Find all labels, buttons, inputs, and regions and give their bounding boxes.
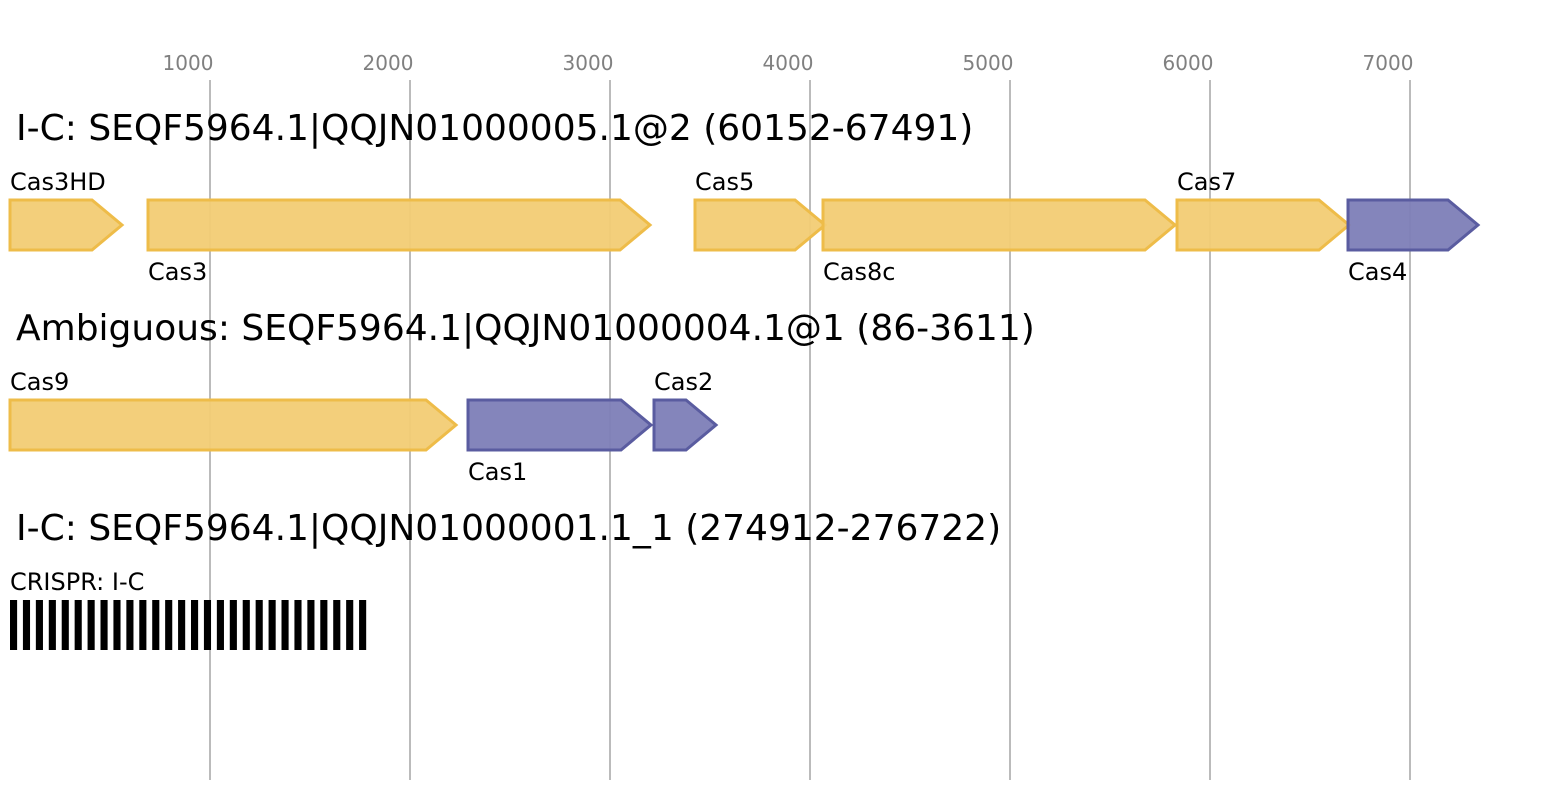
crispr-repeat <box>229 600 237 650</box>
locus-title: I-C: SEQF5964.1|QQJN01000005.1@2 (60152-… <box>16 108 973 149</box>
crispr-repeat <box>242 600 250 650</box>
gene-arrow-cas2[interactable] <box>652 398 719 452</box>
crispr-repeat <box>22 600 31 650</box>
crispr-repeat <box>346 600 354 650</box>
gene-arrow-cas3[interactable] <box>146 198 653 252</box>
crispr-repeat <box>35 600 43 650</box>
gene-arrow-cas4[interactable] <box>1346 198 1481 252</box>
gene-label-cas1: Cas1 <box>468 458 527 486</box>
gene-label-cas3: Cas3 <box>148 258 207 286</box>
crispr-repeat <box>281 600 289 650</box>
gene-label-cas4: Cas4 <box>1348 258 1407 286</box>
loci: I-C: SEQF5964.1|QQJN01000005.1@2 (60152-… <box>8 108 1481 650</box>
tick-label-3000: 3000 <box>563 51 614 75</box>
crispr-label: CRISPR: I-C <box>10 568 144 596</box>
gene-arrow-cas9[interactable] <box>8 398 459 452</box>
gene-label-cas3hd: Cas3HD <box>10 168 106 196</box>
gene-arrow-cas5[interactable] <box>693 198 828 252</box>
tick-label-5000: 5000 <box>963 51 1014 75</box>
crispr-repeat <box>165 600 173 650</box>
crispr-repeat <box>359 600 367 650</box>
gene-label-cas9: Cas9 <box>10 368 69 396</box>
crispr-repeat <box>268 600 276 650</box>
crispr-repeat <box>48 600 56 650</box>
gene-arrow-cas1[interactable] <box>466 398 654 452</box>
gene-label-cas7: Cas7 <box>1177 168 1236 196</box>
crispr-repeat <box>87 600 95 650</box>
crispr-repeat <box>152 600 160 650</box>
tick-label-4000: 4000 <box>763 51 814 75</box>
crispr-repeat <box>139 600 147 650</box>
gene-label-cas2: Cas2 <box>654 368 713 396</box>
locus-3: I-C: SEQF5964.1|QQJN01000001.1_1 (274912… <box>10 508 1001 650</box>
axis-tick-labels: 1000 2000 3000 4000 5000 6000 7000 <box>163 51 1414 75</box>
gene-label-cas5: Cas5 <box>695 168 754 196</box>
crispr-repeat <box>61 600 69 650</box>
crispr-repeat <box>126 600 134 650</box>
crispr-repeat <box>320 600 328 650</box>
crispr-repeat <box>216 600 224 650</box>
crispr-repeat <box>203 600 212 650</box>
crispr-repeat <box>113 600 121 650</box>
crispr-repeat <box>10 600 18 650</box>
gene-label-cas8c: Cas8c <box>823 258 895 286</box>
crispr-repeat <box>333 600 341 650</box>
locus-1: I-C: SEQF5964.1|QQJN01000005.1@2 (60152-… <box>8 108 1481 286</box>
gene-arrow-cas3hd[interactable] <box>8 198 125 252</box>
crispr-repeat <box>307 600 315 650</box>
crispr-repeat <box>74 600 82 650</box>
crispr-repeat <box>294 600 302 650</box>
gene-arrow-cas8c[interactable] <box>821 198 1178 252</box>
gene-arrow-cas7[interactable] <box>1175 198 1352 252</box>
locus-title: Ambiguous: SEQF5964.1|QQJN01000004.1@1 (… <box>16 308 1035 349</box>
crispr-repeat <box>191 600 199 650</box>
crispr-repeat <box>255 600 263 650</box>
tick-label-1000: 1000 <box>163 51 214 75</box>
crispr-repeat <box>178 600 186 650</box>
tick-label-7000: 7000 <box>1363 51 1414 75</box>
locus-2: Ambiguous: SEQF5964.1|QQJN01000004.1@1 (… <box>8 308 1035 486</box>
tick-label-2000: 2000 <box>363 51 414 75</box>
locus-title: I-C: SEQF5964.1|QQJN01000001.1_1 (274912… <box>16 508 1001 549</box>
crispr-repeat <box>100 600 108 650</box>
tick-label-6000: 6000 <box>1163 51 1214 75</box>
